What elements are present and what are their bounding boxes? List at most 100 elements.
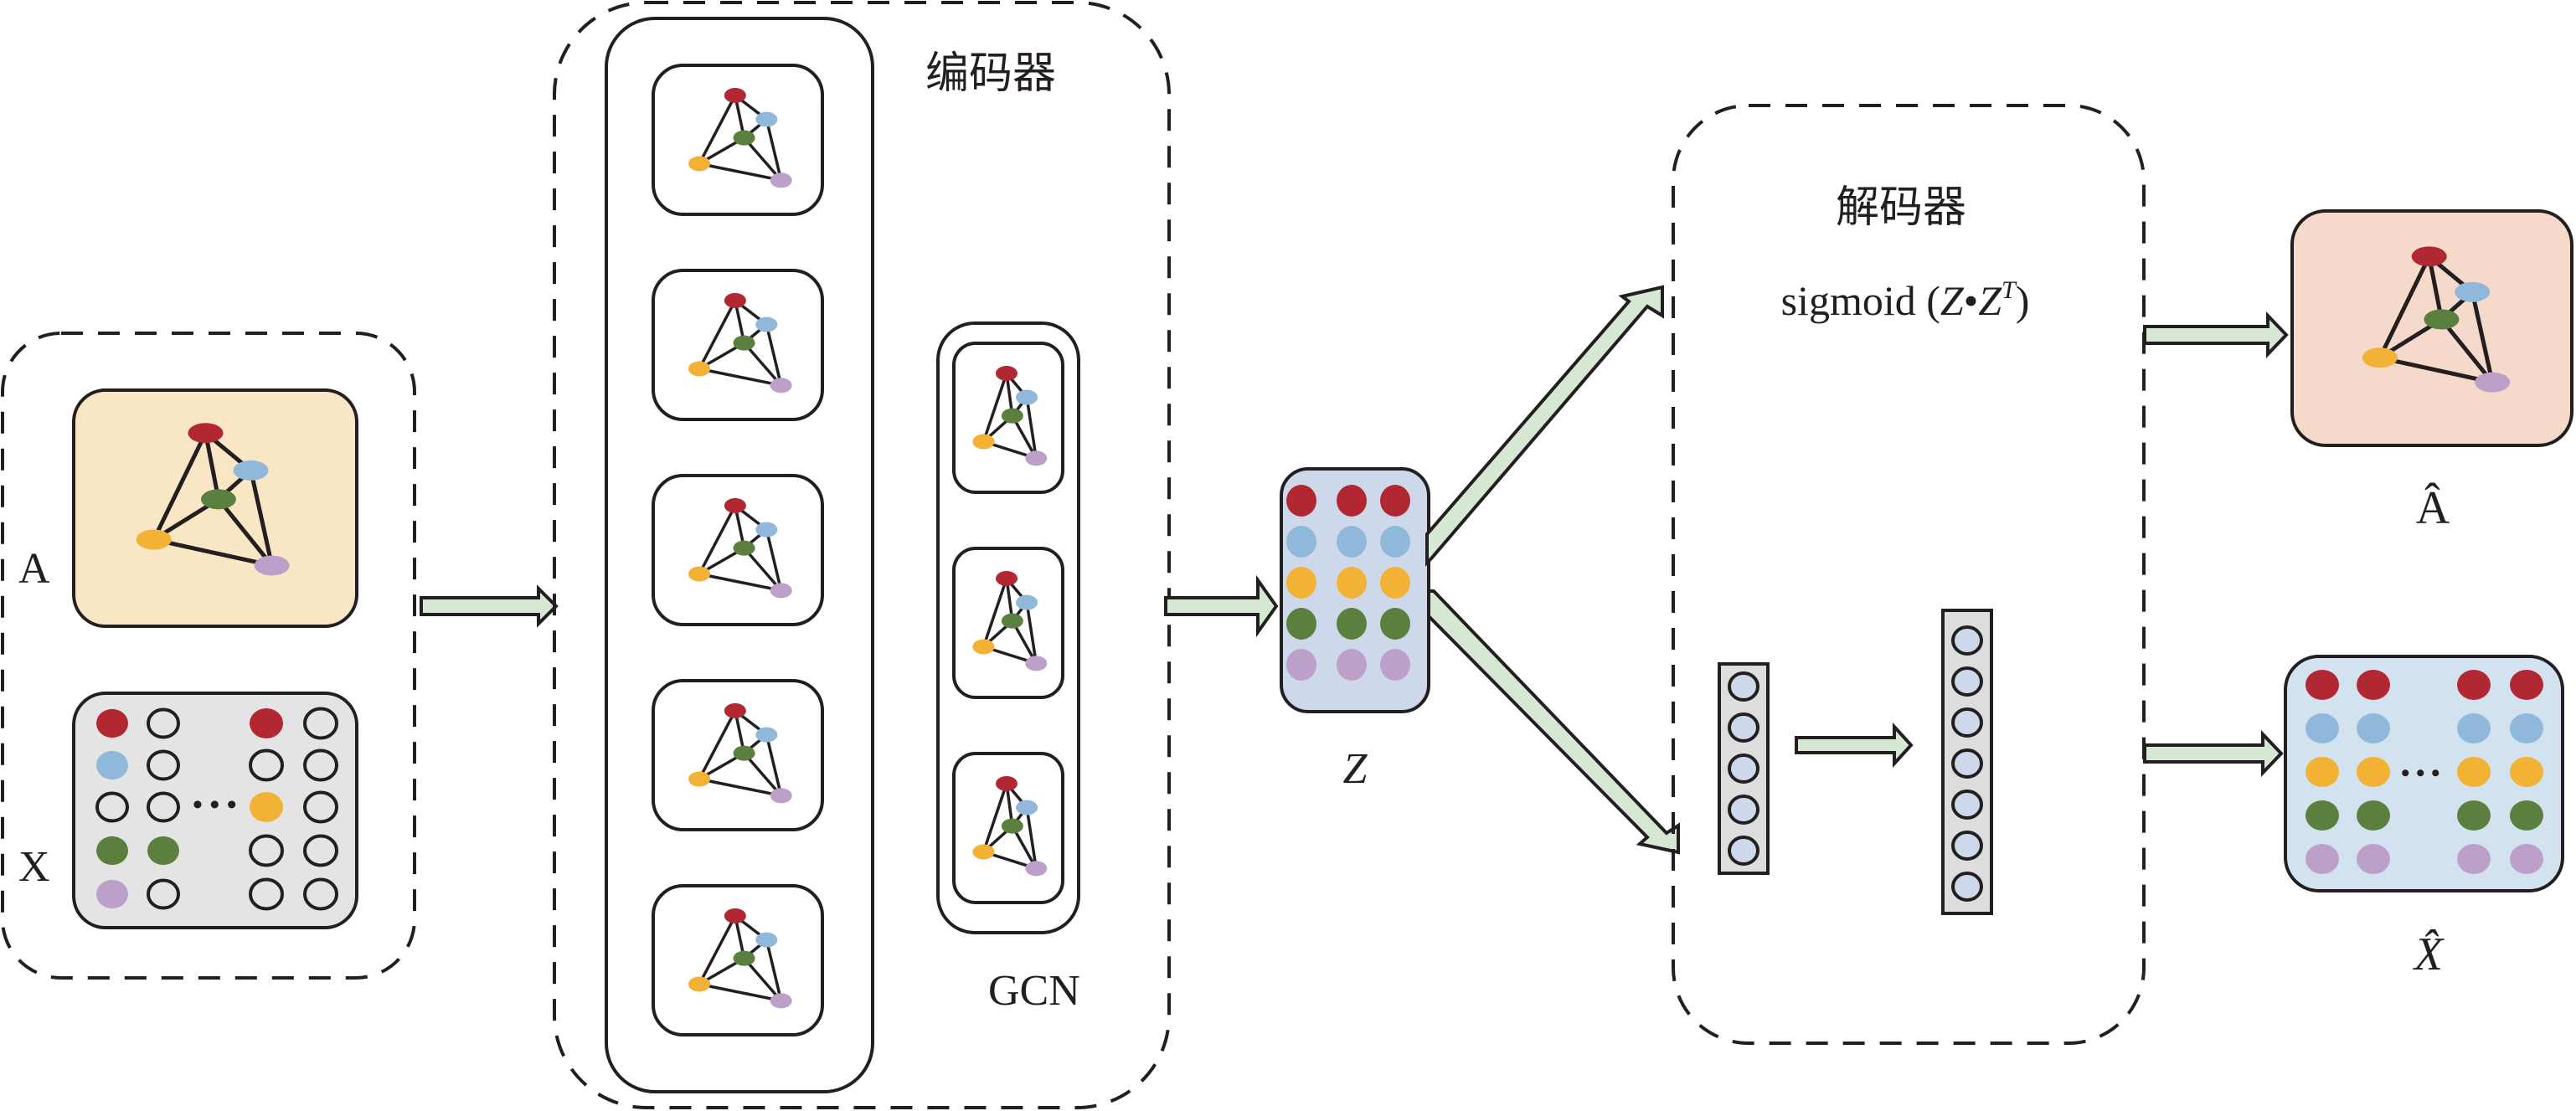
graph-edge [216,497,274,568]
graph-node-orange [136,529,172,550]
mlp-neuron [1728,754,1759,784]
encoder-group: 编码器 GCN [553,1,1171,1109]
graph-node-purple [770,172,792,188]
graph-node-red [995,365,1018,381]
latent-cell-green [1380,608,1410,640]
mlp-neuron [1951,666,1983,697]
latent-cell-green [1286,608,1316,640]
formula-z: Z [1940,277,1965,324]
graph-edge [1011,414,1038,460]
features-label: X [18,843,50,891]
graph-node-green [733,745,755,761]
latent-cell-blue [1380,526,1410,558]
formula-suffix: ) [2016,277,2030,324]
feature-cell-red [250,707,283,739]
graph-edge [765,734,783,796]
graph-node-orange [688,771,711,787]
feature-cell-empty [303,877,338,911]
graph-edge [1025,602,1038,664]
graph-edge [698,572,782,593]
graph-node-green [733,950,755,966]
graph-edge [698,367,782,388]
latent-cell-orange [1380,567,1410,599]
graph-node-green [1001,408,1023,424]
graph-edge [698,915,737,985]
arrow-latent-to-inner-product [1425,285,1664,567]
graph-node-purple [2475,372,2511,393]
graph-edge [765,324,783,386]
graph-node-blue [1016,800,1038,815]
latent-cell-red [1380,485,1410,517]
latent-cell-purple [1337,649,1367,681]
feature-matrix-ellipsis: • • • [193,790,237,820]
graph-node-purple [1025,656,1048,671]
graph-node-orange [2362,347,2398,368]
graph-glyph [952,342,1064,494]
graph-node-purple [254,555,290,576]
graph-node-purple [770,788,792,804]
arrow-mlp-internal [1795,722,1914,769]
graph-node-orange [688,976,711,992]
feature-cell-purple [96,879,128,909]
mlp-output-neurons [1951,625,1983,902]
decoder-formula: sigmoid (Z•ZT) [1781,276,2030,324]
graph-node-red [724,908,746,923]
graph-node-blue [1016,594,1038,610]
mlp-neuron [1951,831,1983,861]
feature-cell-empty [147,791,180,823]
graph-node-red [995,570,1018,586]
feature-cell-empty [303,707,338,740]
graph-node-orange [688,361,711,377]
graph-edge [249,470,275,566]
reconstructed-matrix-ellipsis: • • • [2401,759,2440,787]
reconstructed-cell-red [2306,670,2339,700]
graph-node-blue [233,460,269,481]
graph-node-orange [688,156,711,172]
graph-node-red [188,423,224,444]
latent-cell-orange [1337,567,1367,599]
graph-glyph [952,752,1064,904]
graph-edge [698,710,737,780]
reconstructed-cell-blue [2357,713,2390,743]
graph-node-blue [755,522,778,537]
graph-glyph [652,884,824,1036]
graph-edge [743,547,783,592]
graph-node-blue [755,316,778,332]
graph-edge [698,505,737,575]
encoder-title: 编码器 [925,49,1056,99]
reconstructed-cell-orange [2457,757,2491,787]
latent-cell-orange [1286,567,1316,599]
mlp-neuron [1951,748,1983,779]
graph-edge [2470,291,2495,383]
latent-matrix [1286,485,1410,681]
decoder-group: 解码器 sigmoid (Z•ZT) [1672,104,2146,1045]
graph-edge [1025,807,1038,869]
mlp-neuron [1728,836,1759,866]
latent-cell-blue [1337,526,1367,558]
reconstructed-cell-purple [2510,844,2543,874]
graph-node-green [733,335,755,351]
graph-edge [765,529,783,591]
graph-edge [981,783,1008,853]
graph-node-blue [2455,281,2491,302]
graph-glyph [652,64,824,216]
mlp-neuron [1728,671,1759,702]
feature-cell-empty [249,748,284,782]
arrow-latent-to-mlp [1427,589,1680,855]
graph-node-green [1001,613,1023,629]
graph-node-purple [1025,861,1048,877]
graph-node-purple [770,993,792,1009]
graph-edge [981,373,1008,443]
graph-edge [743,957,783,1002]
reconstructed-adjacency-label: Â [2416,482,2450,534]
reconstructed-cell-orange [2306,757,2339,787]
graph-edge [698,777,782,798]
graph-edge [765,119,783,181]
graph-edge [152,432,208,541]
reconstructed-cell-orange [2510,757,2543,787]
graph-edge [765,939,783,1001]
graph-node-blue [755,932,778,948]
latent-cell-purple [1380,649,1410,681]
graph-node-green [200,489,236,510]
mlp-hidden-neurons [1728,671,1759,866]
